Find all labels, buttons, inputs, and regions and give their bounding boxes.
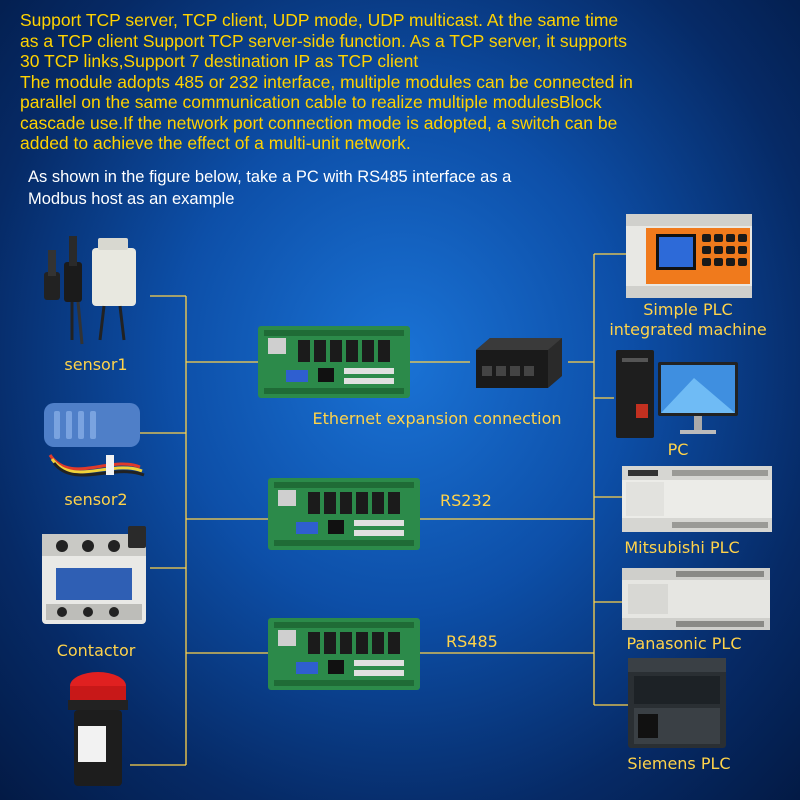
ethernet-label: Ethernet expansion connection	[312, 409, 562, 428]
intro-line: The module adopts 485 or 232 interface, …	[20, 71, 633, 92]
sensor1-image	[44, 236, 136, 345]
contactor-image	[42, 526, 146, 624]
panasonic-plc-image	[622, 568, 770, 630]
intro-line: parallel on the same communication cable…	[20, 92, 602, 112]
note-line: As shown in the figure below, take a PC …	[28, 168, 512, 186]
sensor1-label: sensor1	[64, 355, 128, 374]
intro-line: as a TCP client Support TCP server-side …	[20, 30, 627, 51]
simple-plc-label-line1: Simple PLC	[643, 300, 733, 319]
simple-plc-label: Simple PLC integrated machine	[602, 300, 774, 340]
siemens-label: Siemens PLC	[627, 754, 731, 773]
intro-line: 30 TCP links,Support 7 destination IP as…	[20, 51, 419, 71]
panasonic-label: Panasonic PLC	[626, 634, 742, 653]
simple-plc-label-line2: integrated machine	[609, 320, 767, 339]
intro-line: Support TCP server, TCP client, UDP mode…	[20, 10, 619, 30]
intro-line: cascade use.If the network port connecti…	[20, 112, 618, 133]
sensor2-image	[44, 403, 145, 477]
mitsubishi-label: Mitsubishi PLC	[624, 538, 740, 557]
indicator-lamp-image	[68, 672, 128, 786]
simple-plc-image	[626, 214, 752, 298]
siemens-plc-image	[628, 658, 726, 748]
rs485-label: RS485	[446, 632, 498, 651]
intro-line: added to achieve the effect of a multi-u…	[20, 133, 411, 153]
relay-module-2	[268, 478, 420, 550]
relay-module-3	[268, 618, 420, 690]
relay-module-1	[258, 326, 410, 398]
note-line: Modbus host as an example	[28, 190, 235, 208]
contactor-label: Contactor	[56, 641, 136, 660]
intro-paragraph: Support TCP server, TCP client, UDP mode…	[20, 10, 790, 154]
pc-image	[616, 350, 738, 438]
sensor2-label: sensor2	[64, 490, 128, 509]
mitsubishi-plc-image	[622, 466, 772, 532]
example-note: As shown in the figure below, take a PC …	[28, 166, 628, 210]
pc-label: PC	[667, 440, 689, 459]
rs232-label: RS232	[440, 491, 492, 510]
ethernet-switch-image	[476, 338, 562, 388]
